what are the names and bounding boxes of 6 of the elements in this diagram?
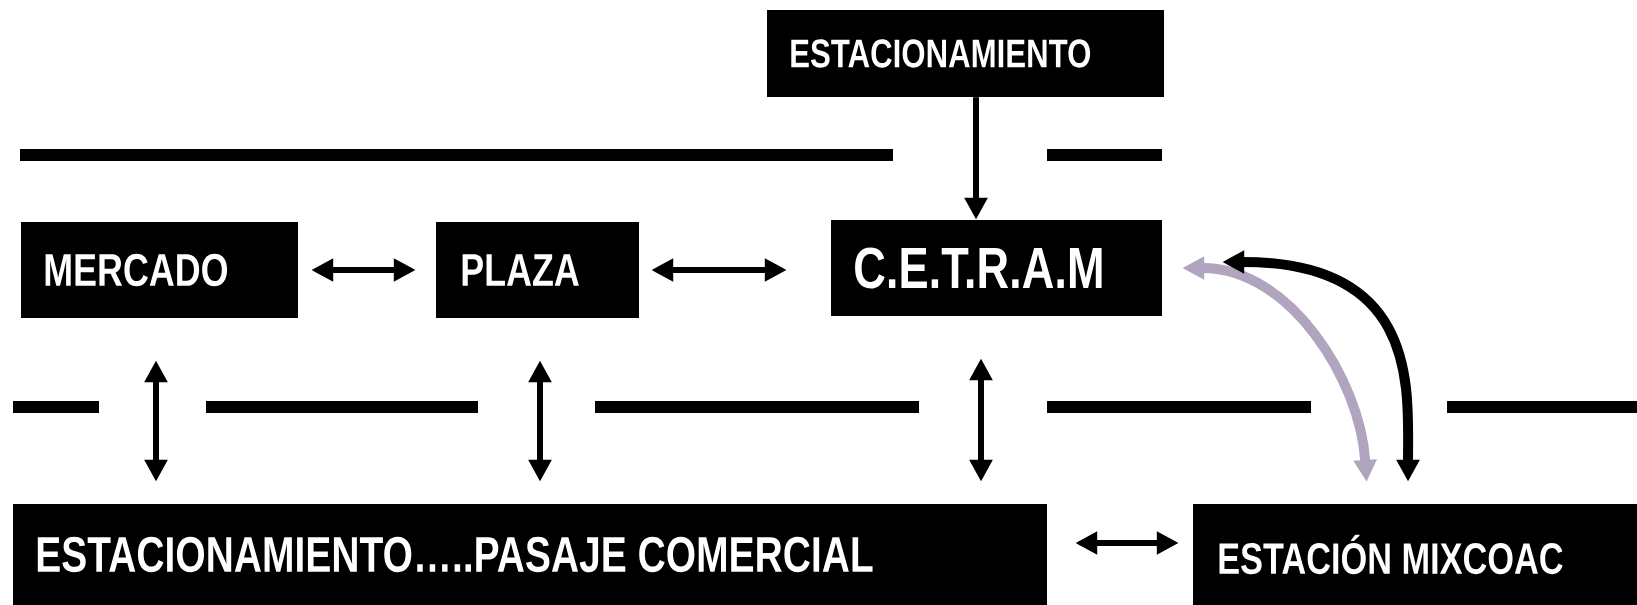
label-box: PLAZA — [436, 222, 639, 318]
label-box: C.E.T.R.A.M — [831, 220, 1162, 316]
label-box: ESTACIONAMIENTO…..PASAJE COMERCIAL — [13, 504, 1047, 605]
label-box: MERCADO — [21, 222, 298, 318]
label-box: ESTACIONAMIENTO — [767, 10, 1164, 97]
label-box: ESTACIÓN MIXCOAC — [1193, 504, 1637, 605]
